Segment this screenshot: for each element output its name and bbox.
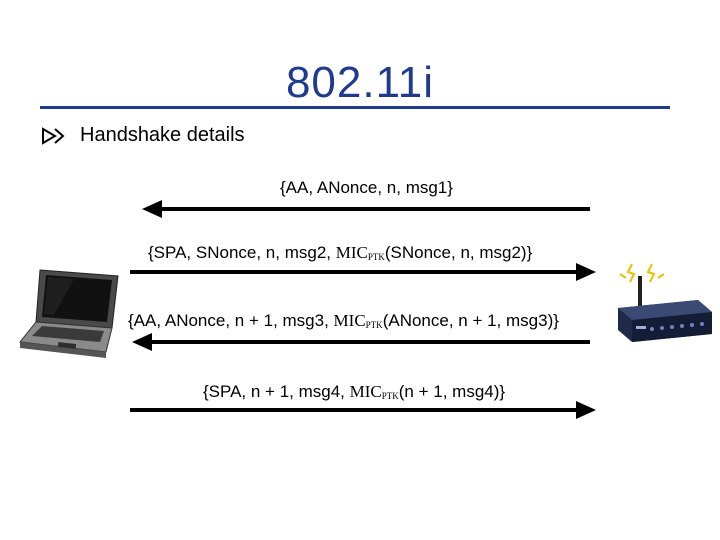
bullet-text: Handshake details [80, 124, 245, 146]
message-1-arrow [142, 200, 590, 218]
message-4-arrow [130, 401, 596, 419]
access-point-icon [618, 263, 712, 342]
message-3-arrow [132, 333, 590, 351]
slide-title: 802.11i [285, 58, 435, 107]
message-2-arrow [130, 263, 596, 281]
laptop-icon [19, 269, 119, 358]
message-4-label: {SPA, n + 1, msg4, MICPTK(n + 1, msg4)} [203, 382, 506, 401]
bullet-arrow-icon [42, 126, 65, 145]
message-3-label: {AA, ANonce, n + 1, msg3, MICPTK(ANonce,… [128, 311, 559, 330]
bullet-item: Handshake details [40, 124, 245, 147]
title-underline [40, 106, 670, 109]
message-1-label: {AA, ANonce, n, msg1} [280, 178, 453, 197]
message-2-label: {SPA, SNonce, n, msg2, MICPTK(SNonce, n,… [148, 243, 533, 262]
